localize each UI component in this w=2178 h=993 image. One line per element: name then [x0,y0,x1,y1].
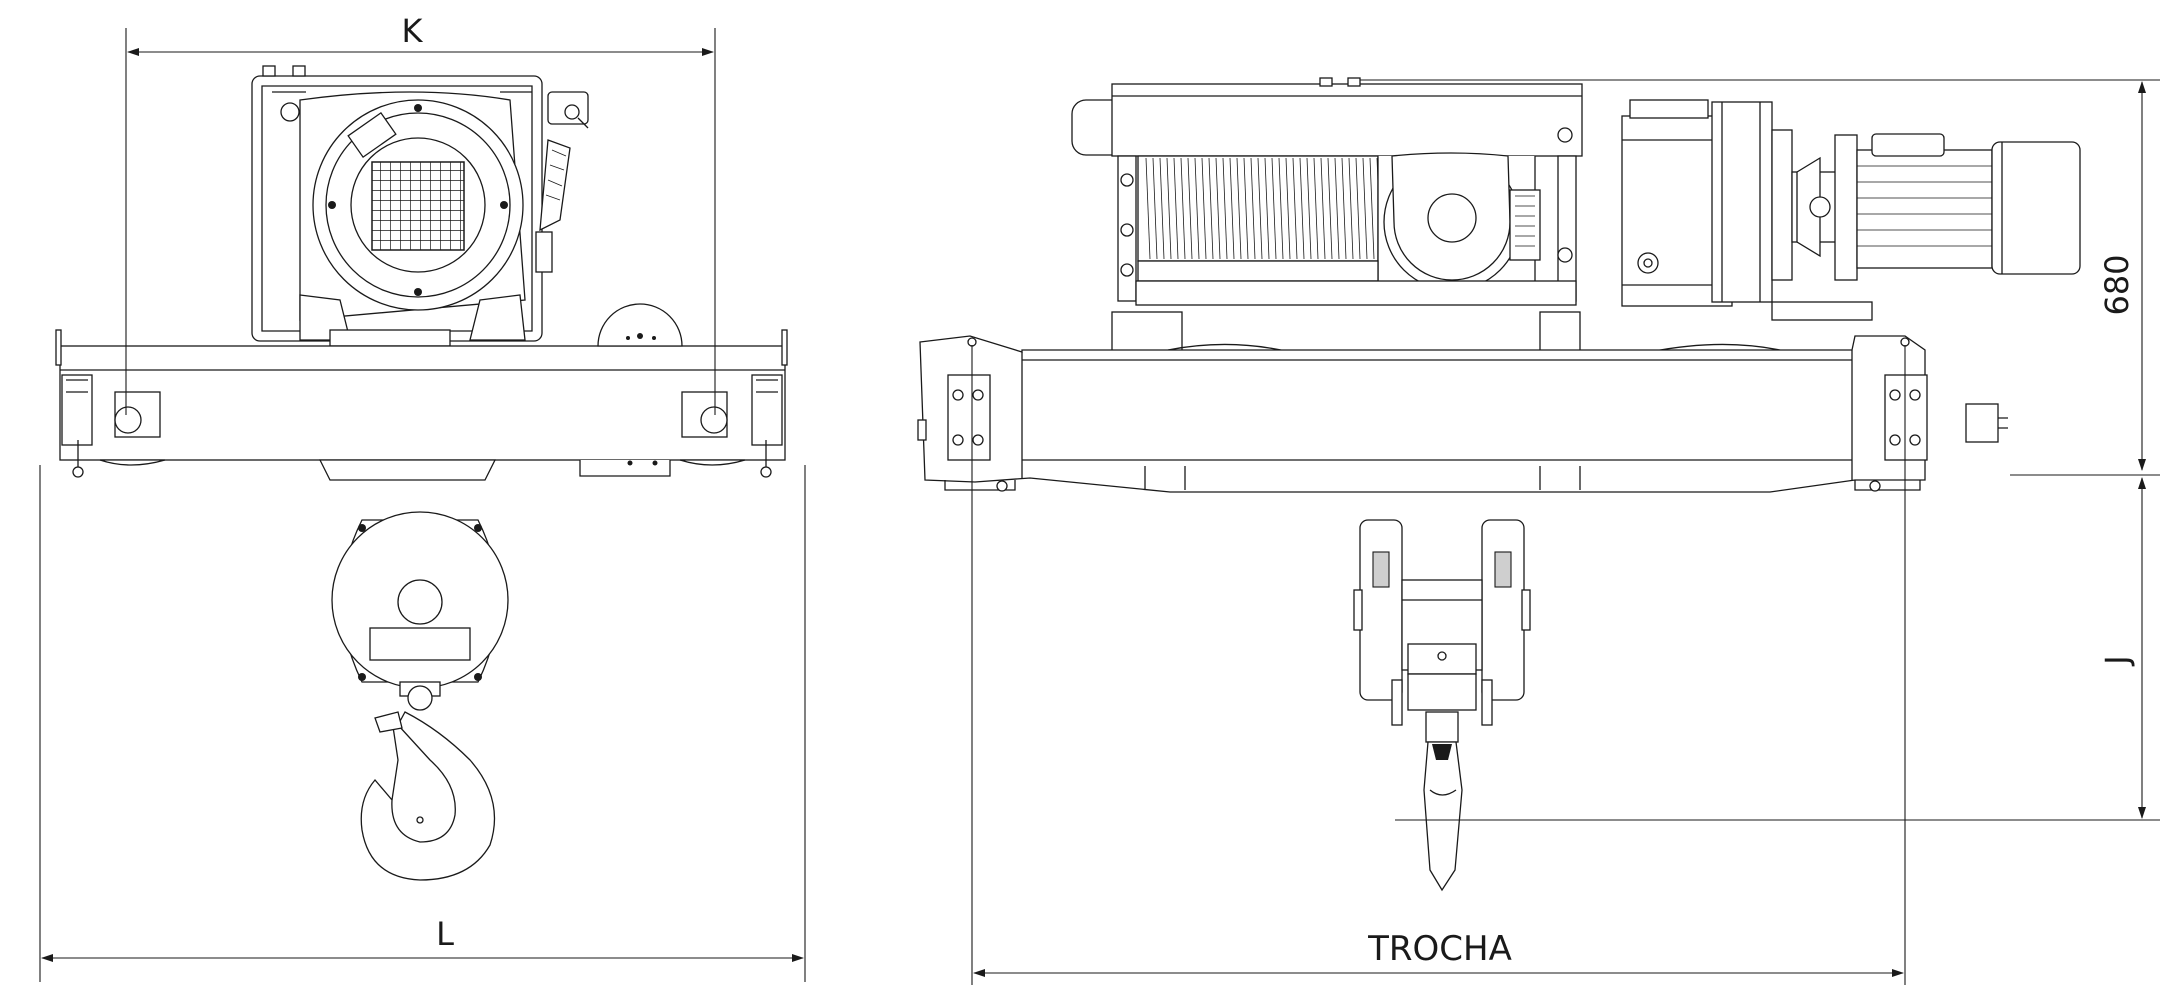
drum-groove-line [1362,157,1368,260]
drum-groove-line [1173,157,1179,260]
drum-groove-line [1222,157,1228,260]
drum-groove-line [1299,157,1305,260]
drum-groove-line [1194,157,1200,260]
drum-groove-line [1229,157,1235,260]
dimension-k: K [125,12,716,415]
drum-groove-line [1292,157,1298,260]
dimension-label-l: L [436,915,454,953]
drum-groove-line [1327,157,1333,260]
drum-groove-line [1145,157,1151,260]
hook-block-end [331,511,509,881]
drum-groove-line [1306,157,1312,260]
drum-groove-line [1243,157,1249,260]
trolley-side-frame [917,311,2008,493]
dimension-j: J [1395,477,2160,821]
dimension-l: L [39,465,806,982]
drum-groove-line [1341,157,1347,260]
drum-groove-line [1320,157,1326,260]
rope-drum-assembly [1071,77,2160,306]
motor-housing [251,65,589,347]
drum-groove-line [1334,157,1340,260]
end-view: K L [39,12,806,982]
drum-groove-line [1257,157,1263,260]
drum-groove-line [1264,157,1270,260]
drum-groove-line [1355,157,1361,260]
dimension-label-k: K [402,12,424,50]
drum-groove-line [1348,157,1354,260]
drum-groove-line [1180,157,1186,260]
drum-groove-line [1313,157,1319,260]
drum-groove-line [1201,157,1207,260]
dimension-label-trocha: TROCHA [1367,929,1512,969]
side-view: 680 J TROCHA [917,77,2160,985]
drum-groove-line [1187,157,1193,260]
drum-grooves [1145,157,1382,260]
gearbox-motor [1621,99,2081,321]
drum-groove-line [1159,157,1165,260]
hook-block-side [1353,519,1531,892]
drum-groove-line [1236,157,1242,260]
drum-groove-line [1166,157,1172,260]
dimension-label-680: 680 [2098,254,2136,315]
drum-groove-line [1369,157,1375,260]
drum-groove-line [1278,157,1284,260]
drum-groove-line [1285,157,1291,260]
drum-groove-line [1152,157,1158,260]
drum-groove-line [1215,157,1221,260]
dimension-label-j: J [2098,655,2136,666]
trolley-beam [55,303,788,481]
drum-groove-line [1250,157,1256,260]
dimension-trocha: TROCHA [971,345,1906,985]
drum-groove-line [1208,157,1214,260]
drum-groove-line [1271,157,1277,260]
dimension-680: 680 [2010,81,2160,476]
